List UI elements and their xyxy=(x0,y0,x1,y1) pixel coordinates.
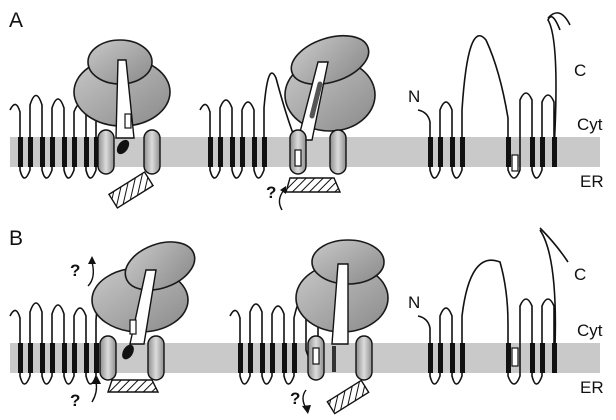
a2-translocation-complex: ? xyxy=(200,27,375,210)
lumenal-cofactor-hatched xyxy=(109,172,153,208)
arrow-b1-lumen-head xyxy=(92,376,101,384)
panel-a-label: A xyxy=(9,9,23,32)
n-terminus-label-b: N xyxy=(408,293,420,312)
arrow-up-b1 xyxy=(88,262,93,286)
cytosol-label-a: Cyt xyxy=(577,115,603,134)
question-mark-b1-top: ? xyxy=(70,261,80,280)
c-terminal-tail xyxy=(540,228,568,262)
lumenal-cofactor-hatched xyxy=(108,380,158,392)
arrow-up-a2-head xyxy=(280,186,286,194)
lateral-gate-helix xyxy=(313,348,319,364)
arrow-down-b2 xyxy=(303,390,306,408)
arrow-b1-lumen xyxy=(92,382,97,402)
translocon-right xyxy=(148,336,164,380)
c-terminus-label-b: C xyxy=(574,265,586,284)
lateral-gate-helix xyxy=(295,150,301,166)
arrow-down-b2-head xyxy=(302,405,311,414)
c-terminal-tail xyxy=(548,13,570,25)
open-helix xyxy=(512,348,518,366)
lumenal-cofactor-hatched xyxy=(327,380,368,413)
arrow-up-a2 xyxy=(279,190,284,210)
c-terminus-label: C xyxy=(574,61,586,80)
panel-b: B ? ? xyxy=(9,227,604,414)
translocon-right xyxy=(144,130,160,174)
translocon-right xyxy=(356,336,372,380)
b1-translocation-complex: ? ? xyxy=(10,233,201,410)
question-mark-b2: ? xyxy=(290,389,300,408)
a1-translocation-complex xyxy=(10,40,170,208)
panel-a: A xyxy=(9,9,604,210)
b2-translocation-complex: ? xyxy=(230,240,388,414)
open-helix xyxy=(512,155,518,171)
translocon-left xyxy=(98,130,114,174)
question-mark-b1-bottom: ? xyxy=(70,391,80,410)
lumenal-cofactor-hatched xyxy=(286,178,340,192)
translocon-left xyxy=(100,336,116,380)
nascent-signal-box xyxy=(125,114,131,128)
question-mark-a2: ? xyxy=(266,183,276,202)
er-label-a: ER xyxy=(580,172,604,191)
arrow-up-b1-head xyxy=(88,256,96,264)
nascent-signal-box xyxy=(130,320,136,334)
cytosol-label-b: Cyt xyxy=(577,321,603,340)
er-label-b: ER xyxy=(580,378,604,397)
panel-b-label: B xyxy=(9,227,23,250)
n-terminus-label: N xyxy=(408,87,420,106)
translocon-right xyxy=(330,130,346,174)
